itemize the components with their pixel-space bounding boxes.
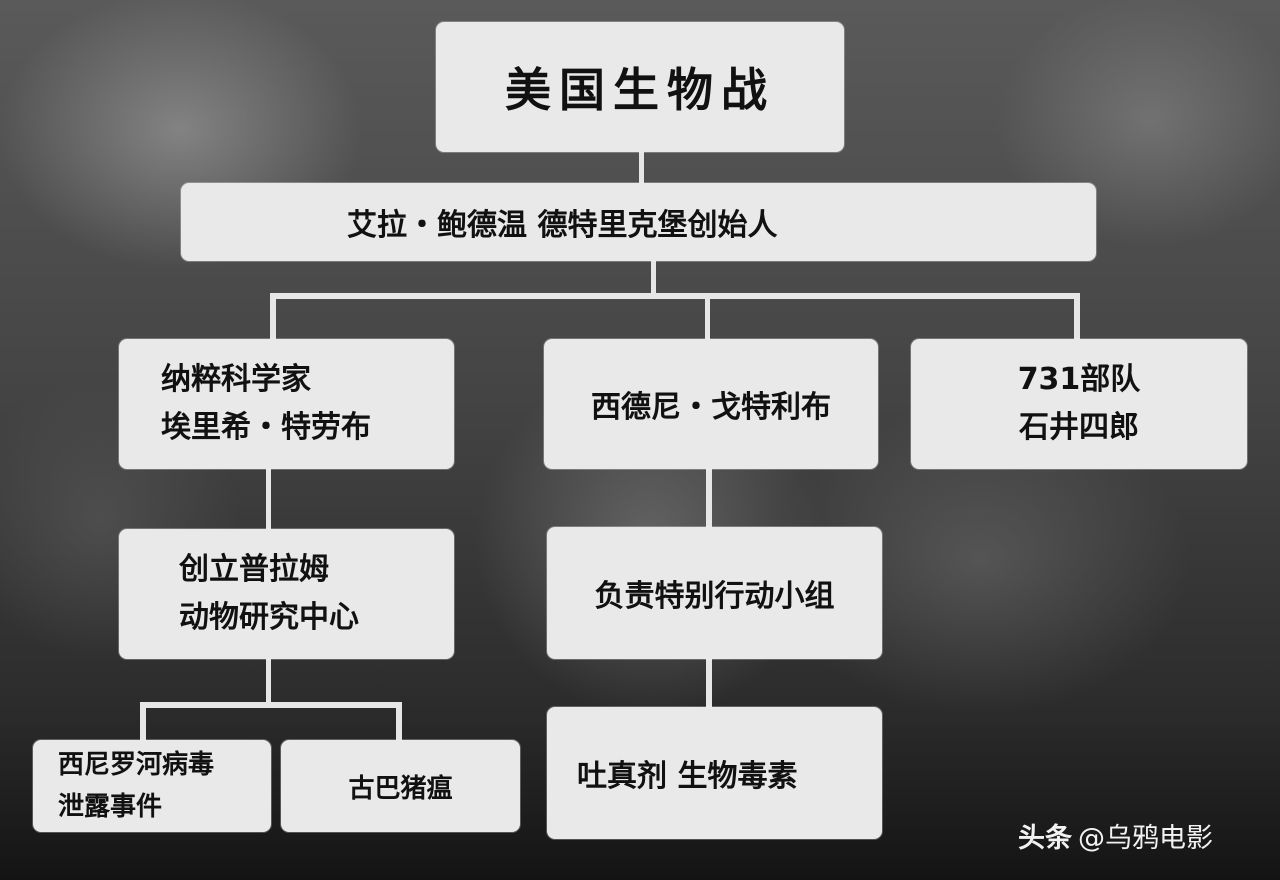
node-traub-line-2: 埃里希・特劳布 xyxy=(161,410,371,445)
connector-bus-left xyxy=(270,293,276,341)
node-truth-serum: 吐真剂 生物毒素 xyxy=(547,707,882,839)
title-text: 美国生物战 xyxy=(505,63,775,117)
node-unit-731: 731部队 石井四郎 xyxy=(911,339,1247,469)
node-traub-line-1: 纳粹科学家 xyxy=(161,362,311,397)
node-west-nile-line-2: 泄露事件 xyxy=(58,792,163,822)
connector-mid-1-2 xyxy=(706,468,712,530)
connector-bus-middle xyxy=(705,293,710,341)
connector-left-1-2 xyxy=(266,468,271,530)
node-special-ops-line-1: 负责特别行动小组 xyxy=(594,579,835,614)
watermark-handle: @乌鸦电影 xyxy=(1078,823,1213,854)
node-special-ops: 负责特别行动小组 xyxy=(547,527,882,659)
node-cuba-swine-fever-line-1: 古巴猪瘟 xyxy=(348,773,453,804)
connector-left-bus-b xyxy=(396,702,402,742)
connector-root-bus xyxy=(651,260,656,296)
connector-mid-2-3 xyxy=(706,656,712,708)
title-node: 美国生物战 xyxy=(436,22,844,152)
node-west-nile-line-1: 西尼罗河病毒 xyxy=(58,750,215,780)
node-unit-731-line-1: 731部队 xyxy=(1017,362,1141,397)
connector-bus-right xyxy=(1074,293,1080,341)
node-truth-serum-line-1: 吐真剂 生物毒素 xyxy=(577,759,798,794)
root-node: 艾拉・鲍德温 德特里克堡创始人 xyxy=(181,183,1096,261)
watermark: 头条@乌鸦电影 xyxy=(1018,816,1213,855)
node-gottlieb: 西德尼・戈特利布 xyxy=(544,339,878,469)
watermark-brand: 头条 xyxy=(1018,823,1072,854)
node-unit-731-line-2: 石井四郎 xyxy=(1019,410,1139,445)
node-traub: 纳粹科学家 埃里希・特劳布 xyxy=(119,339,454,469)
connector-left-bus-a xyxy=(140,702,146,742)
connector-left-bus-horizontal xyxy=(140,702,402,708)
connector-left-2-bus xyxy=(266,656,271,704)
node-west-nile: 西尼罗河病毒 泄露事件 xyxy=(33,740,271,832)
node-plum-island-line-1: 创立普拉姆 xyxy=(179,552,329,587)
node-gottlieb-line-1: 西德尼・戈特利布 xyxy=(591,390,831,425)
root-label: 艾拉・鲍德温 德特里克堡创始人 xyxy=(347,208,778,243)
node-plum-island: 创立普拉姆 动物研究中心 xyxy=(119,529,454,659)
node-plum-island-line-2: 动物研究中心 xyxy=(179,600,359,635)
connector-title-root xyxy=(639,152,644,186)
node-cuba-swine-fever: 古巴猪瘟 xyxy=(281,740,520,832)
connector-bus-horizontal xyxy=(270,293,1080,299)
